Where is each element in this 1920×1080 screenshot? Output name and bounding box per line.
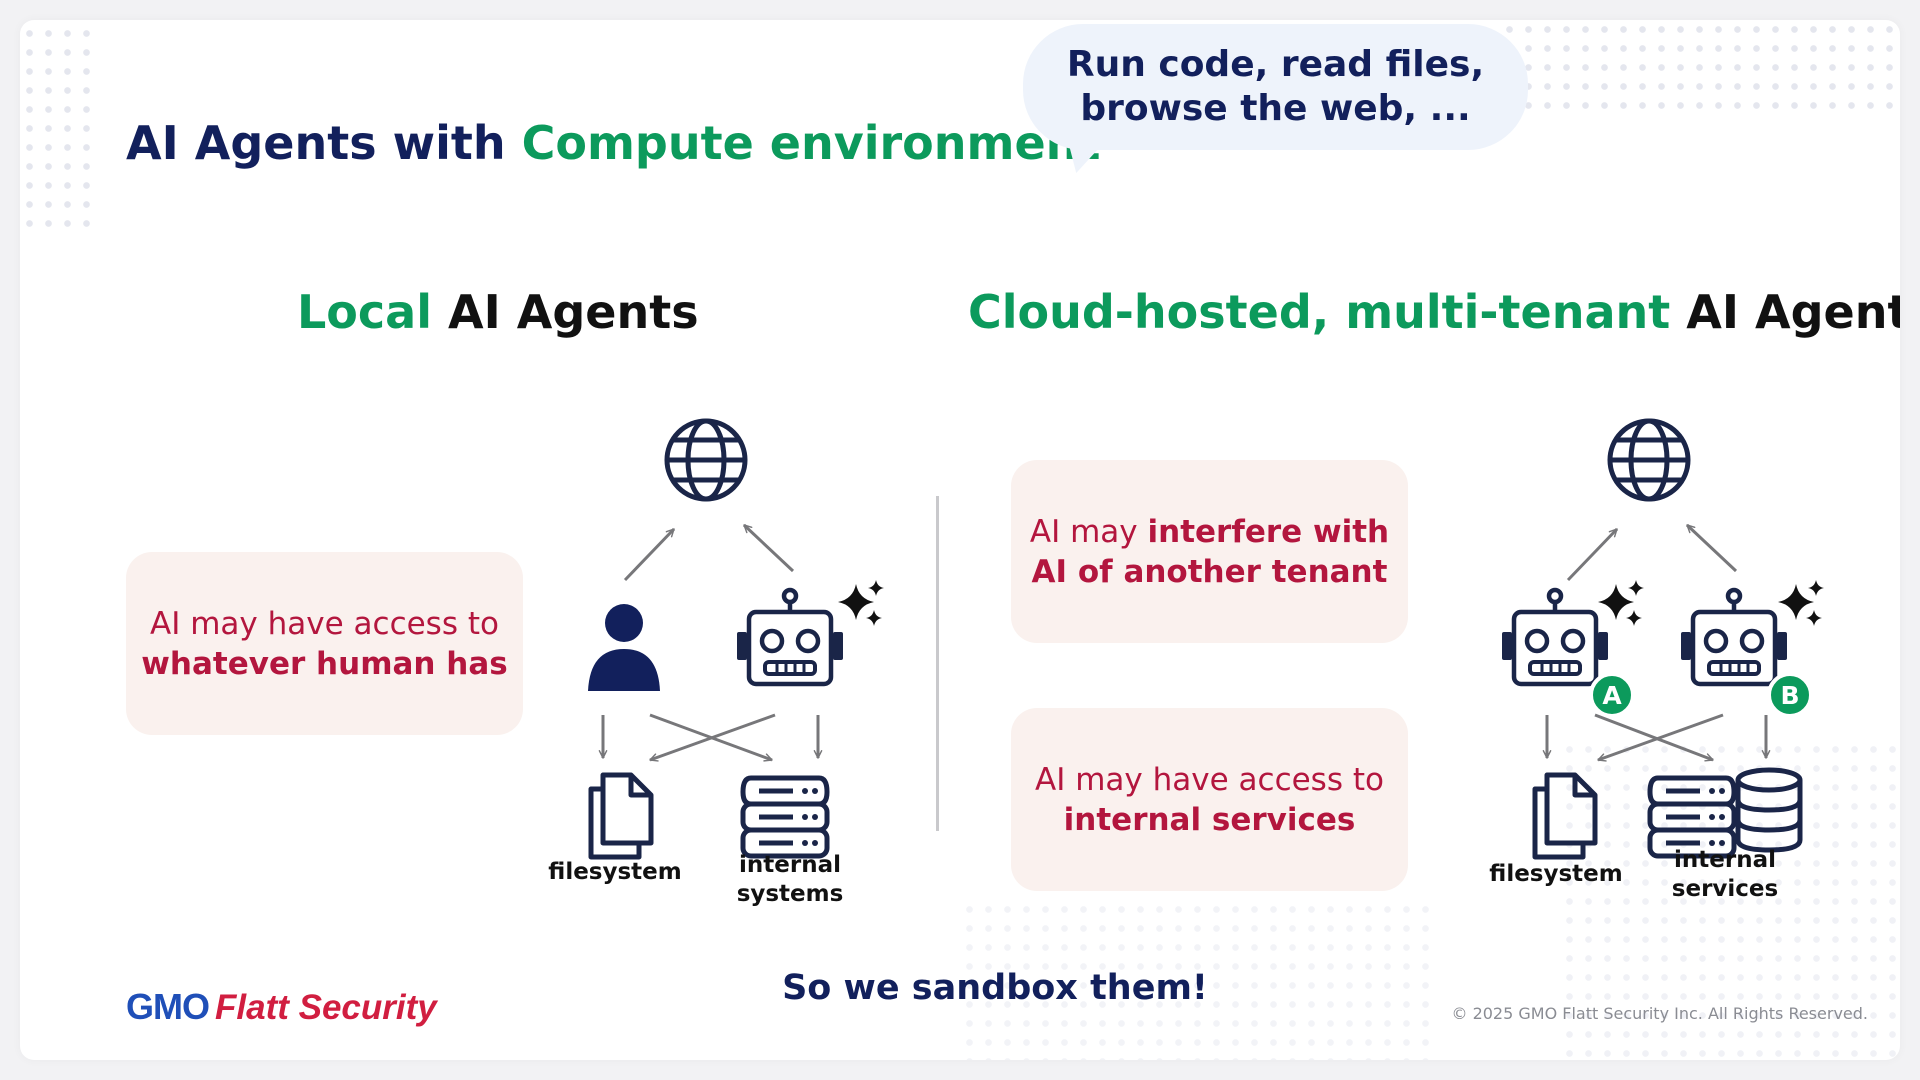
cloud-warning-services-line-1: AI may have access to (1035, 761, 1384, 798)
tenant-b-robot-icon (1681, 590, 1787, 684)
logo-gmo-text: GMO (126, 986, 210, 1027)
tenant-a-robot-icon (1502, 590, 1608, 684)
tenant-b-sparkle-icon (1778, 580, 1824, 626)
local-agents-heading-highlight: Local (297, 285, 432, 339)
slide: AI Agents with Compute environment Run c… (20, 20, 1900, 1060)
dot-pattern-bottom-center (960, 900, 1440, 1060)
dot-pattern-top-left (20, 24, 92, 239)
cloud-warning-tenant-line-2: AI of another tenant (1031, 553, 1388, 590)
cloud-warning-tenant-line-1: AI may interfere with (1029, 513, 1390, 550)
local-agents-heading-rest: AI Agents (432, 285, 699, 339)
speech-bubble-line-2: browse the web, ... (1080, 88, 1471, 129)
cloud-agents-heading: Cloud-hosted, multi-tenant AI Agents (968, 285, 1900, 339)
cloud-warning-services-box: AI may have access to internal services (1011, 708, 1408, 891)
cloud-diagram: A B (20, 20, 1824, 1060)
section-divider (936, 496, 939, 831)
cloud-arrow-icon (1594, 713, 1714, 762)
local-arrow-icon (742, 523, 795, 573)
cloud-database-icon (1738, 770, 1800, 850)
page-title: AI Agents with Compute environment (126, 116, 1100, 170)
local-warning-line-1: AI may have access to (150, 605, 499, 642)
cloud-arrow-icon (1597, 713, 1724, 762)
cloud-globe-icon (1610, 421, 1688, 499)
cloud-agents-heading-rest: AI Agents (1686, 285, 1900, 339)
local-internal-systems-label: internal systems (736, 852, 844, 907)
cloud-warning-tenant-box: AI may interfere with AI of another tena… (1011, 460, 1408, 643)
local-filesystem-label: filesystem (548, 859, 682, 885)
cloud-warning-services-line-2: internal services (1063, 801, 1356, 838)
local-warning-box: AI may have access to whatever human has (126, 552, 523, 735)
tenant-b-badge-label: B (1780, 681, 1799, 710)
sandbox-message: So we sandbox them! (782, 968, 1208, 1008)
cloud-arrow-icon (1685, 523, 1738, 573)
local-warning-line-2: whatever human has (141, 645, 508, 682)
speech-bubble-line-1: Run code, read files, (1066, 44, 1485, 85)
cloud-server-icon (1650, 778, 1734, 856)
page-title-highlight: Compute environment (521, 116, 1101, 170)
dot-pattern-top-right (1500, 20, 1900, 120)
page-title-prefix: AI Agents with (126, 116, 522, 170)
tenant-a-badge-label: A (1602, 681, 1622, 710)
cloud-arrow-icon (1566, 527, 1619, 582)
copyright-notice: © 2025 GMO Flatt Security Inc. All Right… (1451, 1004, 1868, 1023)
tenant-a-sparkle-icon (1598, 580, 1644, 626)
local-agents-heading: Local AI Agents (297, 285, 699, 339)
local-diagram (588, 20, 884, 1060)
speech-bubble: Run code, read files, browse the web, ..… (1023, 24, 1528, 150)
tenant-b-badge: B (1767, 672, 1813, 718)
cloud-agents-heading-highlight: Cloud-hosted, multi-tenant (968, 285, 1671, 339)
cloud-filesystem-label: filesystem (1489, 861, 1623, 887)
local-arrow-icon (649, 713, 776, 762)
logo-flatt-text: Flatt Security (215, 988, 437, 1027)
local-arrow-icon (623, 527, 676, 582)
cloud-internal-services-label: internal services (1671, 847, 1779, 902)
dot-pattern-bottom-right (1560, 740, 1900, 1060)
tenant-a-badge: A (1589, 672, 1635, 718)
cloud-file-icon (1535, 775, 1595, 857)
